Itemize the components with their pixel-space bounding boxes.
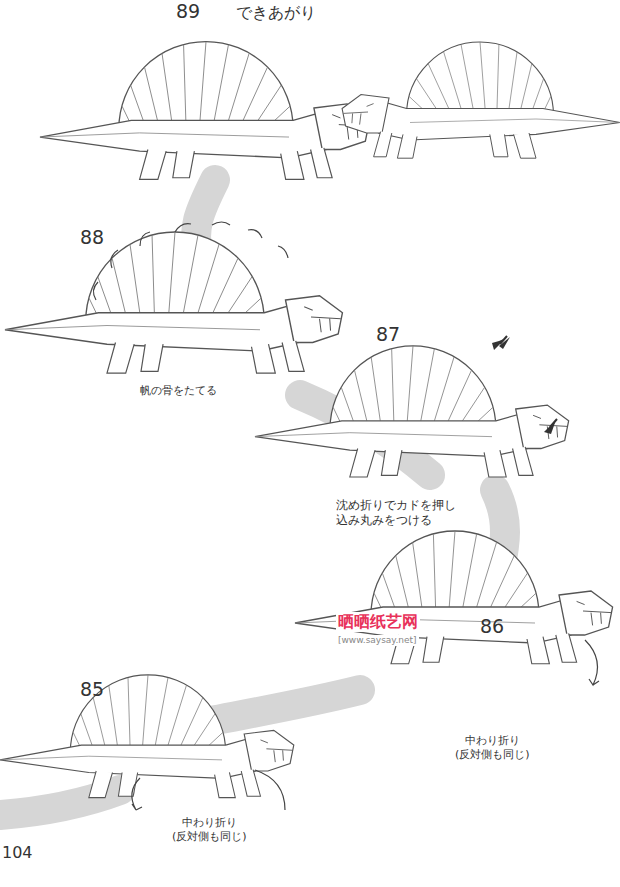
step-flow-band — [0, 180, 505, 815]
step-number: 89 — [176, 0, 200, 24]
watermark-url: [www.saysay.net] — [336, 635, 419, 646]
step-number: 87 — [376, 323, 400, 347]
page-number: 104 — [2, 843, 33, 863]
push-arrows — [492, 337, 556, 434]
instruction-note: 沈め折りでカドを押し 込み丸みをつける — [336, 498, 456, 528]
watermark: 晒晒纸艺网 — [336, 612, 420, 632]
step-88-figure — [5, 232, 342, 373]
instruction-note: 中わり折り (反対側も同じ) — [172, 816, 247, 844]
step-86-figure — [295, 531, 613, 664]
instruction-note: 帆の骨をたてる — [140, 384, 217, 398]
step-85-figure — [0, 675, 294, 798]
fold-arrows — [132, 640, 599, 810]
raise-bones-arrows — [93, 222, 288, 300]
step-number: 88 — [80, 226, 104, 250]
push-arrow-shafts — [500, 336, 557, 427]
step-89-figure — [40, 42, 370, 180]
instruction-note: 中わり折り (反対側も同じ) — [455, 734, 530, 762]
step-number: 86 — [480, 615, 504, 639]
step-87-figure — [255, 346, 569, 477]
step-number: 85 — [80, 678, 104, 702]
step-89-figure-side — [342, 42, 620, 158]
step-caption: できあがり — [236, 3, 316, 23]
